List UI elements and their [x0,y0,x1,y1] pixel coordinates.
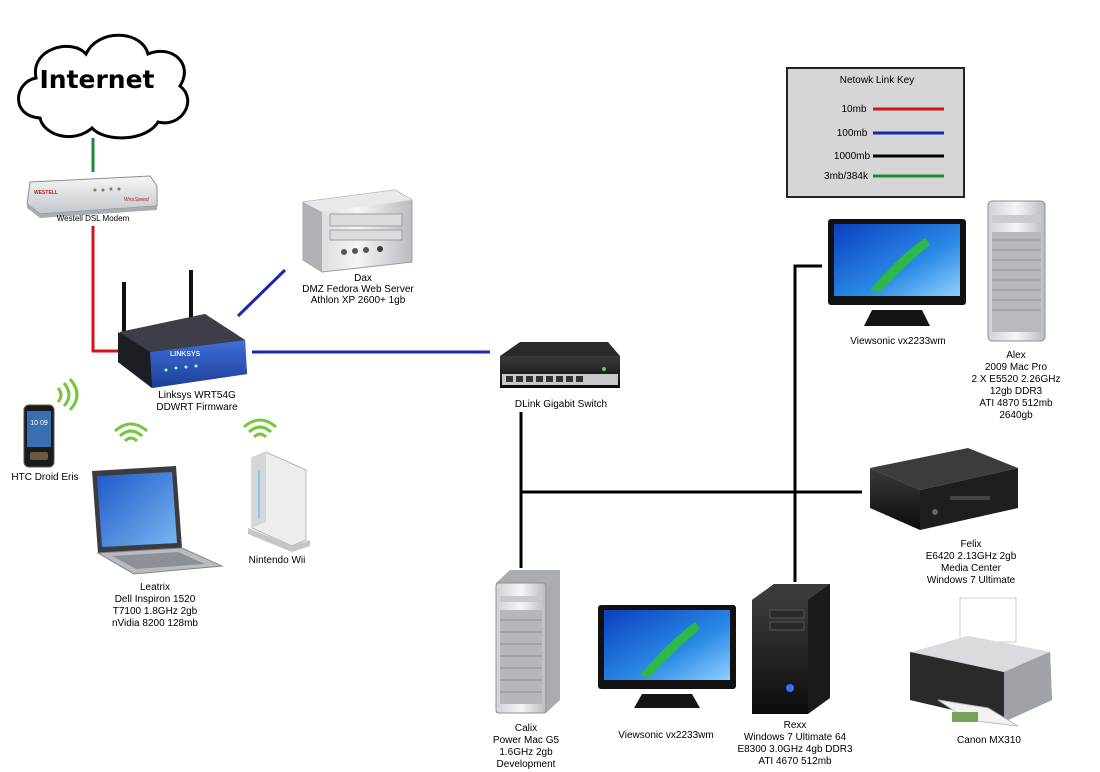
wifi-signal-icon [114,422,148,443]
modem-badge: WireSpeed [124,197,149,203]
monitor-bottom-label: Viewsonic vx2233wm [618,730,713,741]
modem-image: WESTELL WireSpeed [26,175,158,218]
calix-label-line-3: 1.6GHz 2gb [499,747,553,758]
alex-label-line-2: 2009 Mac Pro [985,362,1048,373]
switch-label: DLink Gigabit Switch [515,399,607,410]
leatrix-label-line-2: Dell Inspiron 1520 [115,594,196,605]
monitor-bottom-label-line: Viewsonic vx2233wm [618,730,713,741]
htc-phone-image: 10 09 [23,404,55,468]
felix-label-line-2: E6420 2.13GHz 2gb [926,551,1017,562]
canon-label: Canon MX310 [957,735,1021,746]
monitor-top-label: Viewsonic vx2233wm [850,336,945,347]
dax-label-line-1: Dax [354,273,372,284]
dax-server-image [302,189,413,273]
internet-label: Internet [39,65,154,94]
wii-label-line: Nintendo Wii [249,555,306,566]
monitor-top-image [828,219,966,326]
rexx-label-line-3: E8300 3.0GHz 4gb DDR3 [737,744,853,755]
connection-lines [91,138,862,582]
switch-label-line: DLink Gigabit Switch [515,399,607,410]
htc-label: HTC Droid Eris [11,472,78,483]
legend-label-10mb: 10mb [841,104,866,115]
monitor-top-label-line: Viewsonic vx2233wm [850,336,945,347]
router-label: Linksys WRT54G DDWRT Firmware [156,390,238,413]
link-modem-router [91,226,121,353]
alex-label-line-1: Alex [1006,350,1025,361]
dax-label-line-3: Athlon XP 2600+ 1gb [311,295,406,306]
calix-label: Calix Power Mac G5 1.6GHz 2gb Developmen… [493,723,560,770]
canon-label-line: Canon MX310 [957,735,1021,746]
mac-pro-image [987,200,1046,342]
rexx-label-line-4: ATI 4670 512mb [758,756,832,767]
alex-label: Alex 2009 Mac Pro 2 X E5520 2.26GHz 12gb… [972,350,1061,421]
leatrix-label: Leatrix Dell Inspiron 1520 T7100 1.8GHz … [112,582,198,629]
felix-label-line-3: Media Center [941,563,1002,574]
rexx-label-line-1: Rexx [784,720,807,731]
modem-label-line: Westell DSL Modem [57,214,130,223]
switch-image [500,342,620,388]
wii-console-image [248,451,310,552]
alex-label-line-4: 12gb DDR3 [990,386,1043,397]
dax-label-line-2: DMZ Fedora Web Server [302,284,414,295]
monitor-bottom-image [598,605,736,708]
wifi-signal-icon [243,418,277,439]
router-image: LINKSYS [118,270,247,388]
htc-screen-time: 10 09 [30,420,48,427]
wifi-signal-icon [56,378,79,412]
leatrix-label-line-4: nVidia 8200 128mb [112,618,198,629]
router-label-line-1: Linksys WRT54G [158,390,236,401]
calix-label-line-2: Power Mac G5 [493,735,560,746]
wii-label: Nintendo Wii [249,555,306,566]
calix-label-line-4: Development [497,759,556,770]
felix-label-line-4: Windows 7 Ultimate [927,575,1016,586]
dax-label: Dax DMZ Fedora Web Server Athlon XP 2600… [302,273,414,306]
rexx-label: Rexx Windows 7 Ultimate 64 E8300 3.0GHz … [737,720,853,767]
legend-title: Netowk Link Key [840,75,914,86]
link-trunk-alex-rexx [793,264,822,582]
internet-cloud: Internet [17,33,190,140]
power-mac-image [495,570,560,714]
legend-label-1000mb: 1000mb [834,151,871,162]
rexx-label-line-2: Windows 7 Ultimate 64 [744,732,847,743]
legend-label-100mb: 100mb [837,128,868,139]
router-brand: LINKSYS [170,351,201,358]
link-router-dax [236,268,287,318]
legend-label-3mb: 3mb/384k [824,171,869,182]
modem-label: Westell DSL Modem [57,214,130,223]
modem-brand: WESTELL [34,190,58,196]
laptop-image [92,466,224,575]
felix-label: Felix E6420 2.13GHz 2gb Media Center Win… [926,539,1017,586]
calix-label-line-1: Calix [515,723,537,734]
felix-label-line-1: Felix [960,539,981,550]
leatrix-label-line-1: Leatrix [140,582,170,593]
alex-label-line-6: 2640gb [999,410,1033,421]
leatrix-label-line-3: T7100 1.8GHz 2gb [113,606,198,617]
alex-label-line-5: ATI 4870 512mb [979,398,1053,409]
tower-pc-image [752,584,830,714]
alex-label-line-3: 2 X E5520 2.26GHz [972,374,1061,385]
htpc-image [870,448,1018,530]
printer-image [910,597,1052,727]
router-label-line-2: DDWRT Firmware [156,402,238,413]
link-key-legend: Netowk Link Key 10mb 100mb 1000mb 3mb/38… [786,67,965,198]
htc-label-line: HTC Droid Eris [11,472,78,483]
